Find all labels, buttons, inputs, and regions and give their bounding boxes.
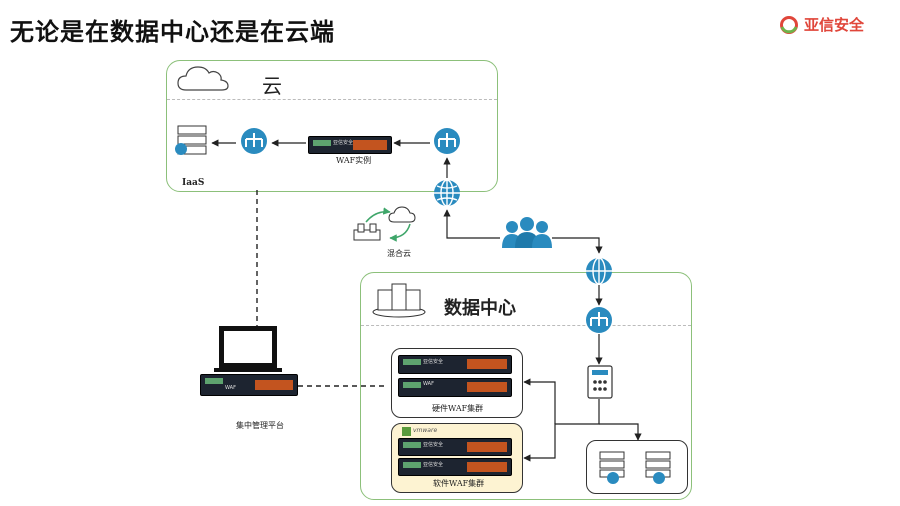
waf-instance-label: WAF实例 <box>336 156 372 165</box>
management-waf-appliance: WAF <box>200 374 298 396</box>
cloud-title: 云 <box>262 74 282 98</box>
cloud-region <box>166 60 498 192</box>
load-balancer-icon <box>587 365 613 399</box>
datacenter-server-left-icon <box>599 451 625 484</box>
users-icon <box>502 217 552 248</box>
vmware-icon <box>402 427 411 436</box>
management-platform-label: 集中管理平台 <box>236 421 284 430</box>
waf-instance-appliance: 亚信安全 <box>308 136 392 154</box>
page-title: 无论是在数据中心还是在云端 <box>10 18 335 46</box>
vmware-label: vmware <box>413 427 438 434</box>
iaas-server-icon <box>175 125 207 155</box>
software-cluster-label: 软件WAF集群 <box>433 479 485 488</box>
datacenter-globe-icon <box>586 257 612 285</box>
monitor-icon <box>214 326 282 372</box>
datacenter-server-right-icon <box>645 451 671 484</box>
hardware-waf-appliance-1: 亚信安全 <box>398 355 512 374</box>
software-waf-appliance-2: 亚信安全 <box>398 458 512 476</box>
cloud-region-header <box>167 61 497 100</box>
datacenter-icon <box>372 283 426 318</box>
cloud-switch-left-icon <box>241 128 267 154</box>
datacenter-region-header <box>361 273 691 326</box>
hybrid-cloud-icon <box>353 206 416 242</box>
cloud-globe-icon <box>434 179 460 207</box>
cloud-switch-right-icon <box>434 128 460 154</box>
brand-ring-icon <box>780 15 798 34</box>
datacenter-switch-icon <box>586 307 612 333</box>
datacenter-title: 数据中心 <box>444 298 516 319</box>
software-waf-appliance-1: 亚信安全 <box>398 438 512 456</box>
hardware-waf-appliance-2: WAF <box>398 378 512 397</box>
brand-logo: 亚信安全 <box>778 14 864 35</box>
brand-name: 亚信安全 <box>804 16 865 34</box>
cloud-region-icon <box>177 66 229 91</box>
iaas-label: IaaS <box>182 178 205 188</box>
hybrid-cloud-label: 混合云 <box>387 249 411 258</box>
hardware-cluster-label: 硬件WAF集群 <box>432 404 484 413</box>
